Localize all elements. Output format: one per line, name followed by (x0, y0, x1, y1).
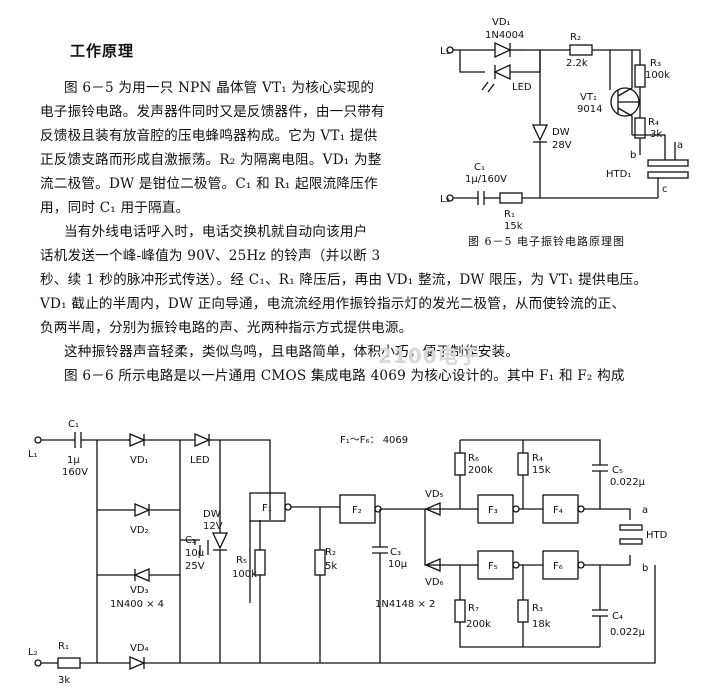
f2-label: F₂ (352, 505, 362, 516)
c1-label: C₁ (68, 419, 79, 430)
r3-value: 100k (645, 70, 670, 81)
r1-value: 3k (58, 675, 70, 686)
l1-label: L₁ (28, 449, 38, 460)
c3-label: C₃ (390, 547, 401, 558)
r4-label: R₄ (532, 453, 543, 464)
vd-type: 1N4148 × 2 (375, 599, 435, 610)
c1-label: C₁ (474, 162, 485, 173)
c5-label: C₅ (612, 465, 623, 476)
c2-label: C₂ (185, 535, 196, 546)
led-label: LED (512, 82, 532, 93)
paragraph-line: 话机发送一个峰-峰值为 90V、25Hz 的铃声（并以断 3 (40, 248, 381, 264)
terminal-a: a (642, 505, 648, 516)
r7-value: 200k (466, 619, 491, 630)
c2-value2: 25V (185, 561, 205, 572)
r3-label: R₃ (532, 603, 543, 614)
f1-label: F₁ (262, 503, 272, 514)
paragraph-line: 流二极管。DW 是钳位二极管。C₁ 和 R₁ 起限流降压作 (40, 176, 378, 192)
r7-label: R₇ (468, 603, 479, 614)
vd2-label: VD₂ (130, 525, 149, 536)
paragraph-line: 负两半周，分别为振铃电路的声、光两种指示方式提供电源。 (40, 320, 413, 336)
f4-label: F₄ (553, 505, 563, 516)
vd4-label: VD₄ (130, 643, 149, 654)
r2-value: 2.2k (566, 58, 588, 69)
l2-label: L₂ (440, 194, 450, 205)
r1-label: R₁ (504, 209, 515, 220)
r2-label: R₂ (570, 32, 581, 43)
led-label: LED (190, 455, 210, 466)
vd1-label: VD₁ (130, 455, 149, 466)
terminal-b: b (642, 563, 648, 574)
dw-value: 12V (203, 521, 223, 532)
l2-label: L₂ (28, 647, 38, 658)
c5-value: 0.022μ (610, 477, 646, 488)
c4-label: C₄ (612, 611, 623, 622)
dw-label: DW (203, 509, 221, 520)
watermark: 2100电子 (378, 344, 480, 368)
paragraph-line: 正反馈支路而形成自激振荡。R₂ 为隔离电阻。VD₁ 为整 (40, 152, 382, 168)
r1-value: 15k (504, 221, 523, 232)
c1-value2: 160V (62, 467, 88, 478)
htd-label: HTD (646, 530, 668, 541)
l1-label: L₁ (440, 46, 450, 57)
vd5-label: VD₅ (425, 489, 444, 500)
r2-value: 5k (325, 561, 337, 572)
vt1-type: 9014 (577, 104, 602, 115)
htd1-label: HTD₁ (606, 169, 631, 180)
paragraph-line: 这种振铃器声音轻柔，类似鸟鸣，且电路简单，体积小巧，便于制作安装。 (64, 344, 520, 360)
vd6-label: VD₆ (425, 577, 444, 588)
r4-value: 3k (650, 129, 662, 140)
paragraph-line: 秒、续 1 秒的脉冲形式传送）。经 C₁、R₁ 降压后，再由 VD₁ 整流，DW… (40, 272, 648, 288)
paragraph-line: 反馈极且装有放音腔的压电蜂鸣器构成。它为 VT₁ 提供 (40, 128, 378, 144)
c1-value1: 1μ (67, 455, 80, 466)
f3-label: F₃ (488, 505, 498, 516)
diode-type: 1N400 × 4 (110, 599, 164, 610)
terminal-a: a (677, 140, 683, 151)
paragraph-line: 图 6－5 为用一只 NPN 晶体管 VT₁ 为核心实现的 (64, 80, 375, 96)
vd1-type: 1N4004 (485, 30, 524, 41)
c1-value: 1μ/160V (465, 174, 507, 185)
vt1-label: VT₁ (580, 92, 597, 103)
c4-value: 0.022μ (610, 627, 646, 638)
r1-label: R₁ (58, 641, 69, 652)
r2-label: R₂ (325, 547, 336, 558)
r6-value: 200k (468, 465, 493, 476)
figure-caption: 图 6－5 电子振铃电路原理图 (468, 235, 625, 248)
c2-value1: 10μ (185, 548, 205, 559)
fig65-schematic: L₁ L₂ VD₁ 1N4004 LED R₂ 2.2k R₃ 100k VT₁… (440, 17, 689, 232)
section-title: 工作原理 (70, 42, 135, 60)
paragraph-line: VD₁ 截止的半周内，DW 正向导通，电流流经用作振铃指示灯的发光二极管，从而使… (40, 296, 626, 312)
paragraph-line: 电子振铃电路。发声器件同时又是反馈器件，由一只带有 (40, 104, 385, 120)
dw-label: DW (552, 127, 570, 138)
f5-label: F₅ (488, 561, 498, 572)
paragraph-line: 当有外线电话呼入时，电话交换机就自动向该用户 (64, 224, 368, 240)
vd3-label: VD₃ (130, 585, 149, 596)
ic-label: F₁～F₆： 4069 (340, 435, 408, 446)
r5-label: R₅ (236, 555, 247, 566)
fig66-schematic: L₁ L₂ C₁ 1μ 160V VD₁ LED VD₂ VD₃ 1N400 ×… (28, 419, 668, 686)
dw-value: 28V (552, 140, 572, 151)
paragraph-line: 图 6－6 所示电路是以一片通用 CMOS 集成电路 4069 为核心设计的。其… (64, 368, 625, 384)
r5-value: 100k (232, 569, 257, 580)
r3-value: 18k (532, 619, 551, 630)
c3-value: 10μ (388, 559, 408, 570)
r4-label: R₄ (648, 117, 659, 128)
vd1-label: VD₁ (492, 17, 511, 28)
r6-label: R₆ (468, 453, 479, 464)
f6-label: F₆ (553, 561, 563, 572)
paragraph-line: 用，同时 C₁ 用于隔直。 (40, 200, 190, 216)
r4-value: 15k (532, 465, 551, 476)
terminal-c: c (662, 184, 668, 195)
r3-label: R₃ (650, 58, 661, 69)
terminal-b: b (630, 150, 636, 161)
